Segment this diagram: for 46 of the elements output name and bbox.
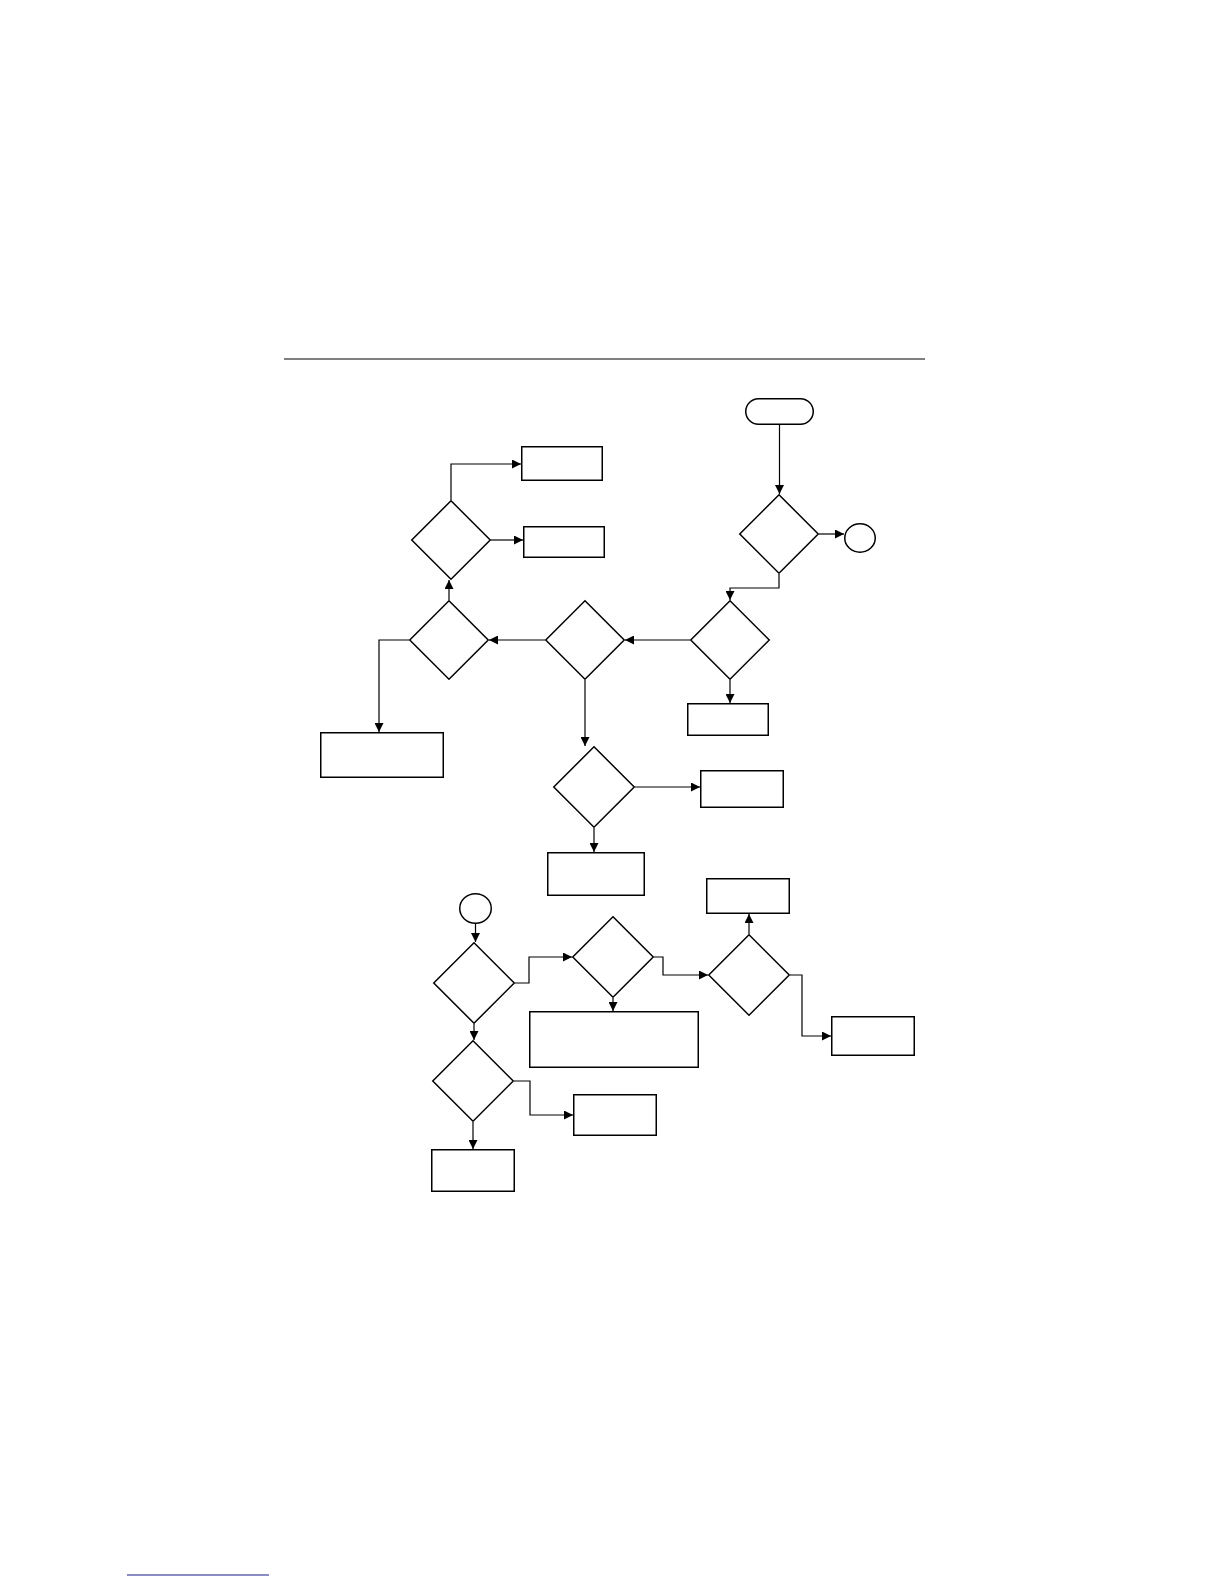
decision-diamond: [433, 942, 515, 1024]
connector-circle: [844, 523, 876, 553]
process-box: [547, 852, 645, 896]
decision-diamond: [690, 600, 770, 680]
decision-diamond: [545, 600, 625, 680]
arrow: [580, 679, 590, 747]
arrow: [725, 679, 735, 704]
connector-circle: [459, 893, 492, 924]
arrow: [789, 974, 832, 1041]
arrow: [744, 913, 754, 935]
arrow: [818, 529, 845, 539]
arrow: [469, 1023, 479, 1041]
decision-diamond: [553, 746, 635, 828]
process-box: [320, 732, 444, 778]
decision-diamond: [432, 1040, 514, 1122]
decision-diamond: [739, 494, 819, 574]
decision-diamond: [409, 600, 489, 680]
arrow: [608, 997, 618, 1012]
process-box: [831, 1016, 915, 1056]
arrow: [514, 952, 573, 984]
process-box: [529, 1011, 699, 1068]
process-box: [687, 703, 769, 736]
arrow: [450, 459, 522, 501]
process-box: [700, 770, 784, 808]
arrow: [488, 635, 546, 645]
arrow: [444, 579, 454, 601]
decision-diamond: [708, 934, 790, 1016]
process-box: [521, 446, 603, 481]
arrow: [374, 639, 410, 733]
process-box: [573, 1094, 657, 1136]
process-box: [431, 1149, 515, 1192]
process-box: [523, 526, 605, 558]
arrow: [471, 923, 480, 943]
arrow: [775, 424, 784, 495]
arrow: [634, 782, 701, 792]
process-box: [706, 878, 790, 914]
arrow: [725, 573, 780, 601]
arrow: [513, 1080, 574, 1120]
arrow: [468, 1121, 478, 1150]
arrow: [589, 827, 599, 853]
decision-diamond: [572, 916, 654, 998]
decision-diamond: [411, 500, 491, 580]
arrow: [490, 535, 524, 545]
terminal-shape: [745, 398, 814, 425]
arrow: [624, 635, 691, 645]
arrow: [653, 956, 709, 980]
